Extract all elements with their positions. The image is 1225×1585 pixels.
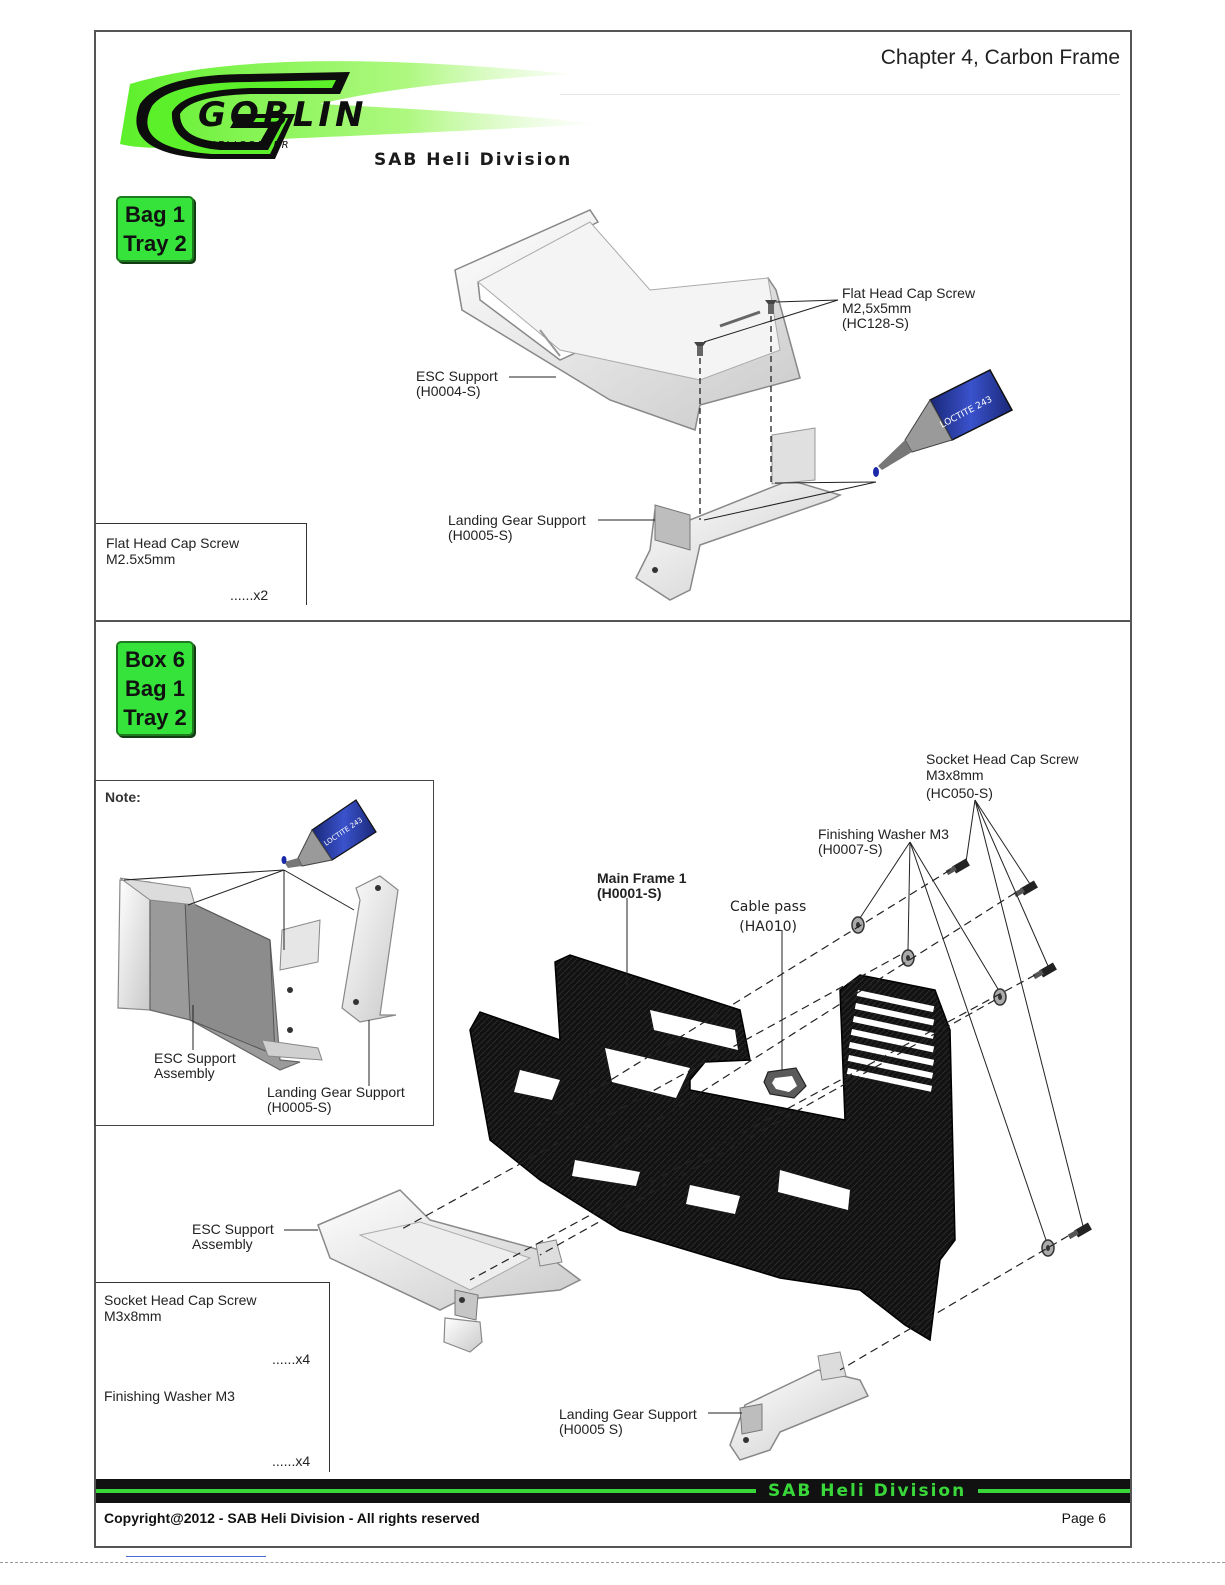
logo-subtext: HELICOPTER: [208, 140, 291, 151]
section-divider: [94, 620, 1132, 622]
label-code: (HC128-S): [842, 315, 909, 331]
part-name: Socket Head Cap Screw: [104, 1292, 257, 1308]
part-name: Finishing Washer M3: [104, 1388, 235, 1404]
label-line: ESC Support: [192, 1221, 274, 1237]
footer-stripe: [96, 1489, 1130, 1493]
badge-line: Tray 2: [123, 231, 187, 256]
note-box: Note:: [94, 780, 434, 1126]
label-line: ESC Support: [154, 1050, 236, 1066]
label-code: (H0004-S): [416, 383, 481, 399]
label-code: (H0005-S): [448, 527, 513, 543]
label-code: (H0005-S): [267, 1099, 332, 1115]
badge-line: Bag 1: [125, 676, 185, 701]
title-rule: [560, 94, 1120, 95]
part-size: M2.5x5mm: [106, 551, 176, 567]
label-name: Cable pass: [730, 899, 807, 915]
goblin-logo: GOBLIN HELICOPTER: [120, 61, 600, 159]
label-socket-screw: Socket Head Cap Screw M3x8mm (HC050-S): [926, 751, 1079, 801]
parts-box-section1: Flat Head Cap Screw M2.5x5mm ......x2: [96, 523, 307, 605]
bottom-rule: [126, 1556, 266, 1557]
section2-badge: Box 6 Bag 1 Tray 2: [116, 641, 194, 736]
copyright: Copyright@2012 - SAB Heli Division - All…: [104, 1510, 480, 1526]
label-line: Assembly: [154, 1065, 215, 1081]
part-name: Flat Head Cap Screw: [106, 535, 240, 551]
parts-box-section2: Socket Head Cap Screw M3x8mm ......x4 Fi…: [96, 1282, 330, 1472]
part-qty: ......x4: [272, 1453, 311, 1469]
section1-badge: Bag 1 Tray 2: [116, 196, 194, 262]
label-code: (H0007-S): [818, 841, 883, 857]
bottom-dotted-rule: [0, 1562, 1225, 1563]
part-qty: ......x2: [230, 587, 269, 603]
page-number: Page 6: [1061, 1510, 1106, 1526]
badge-line: Bag 1: [125, 202, 185, 227]
label-name: Landing Gear Support: [559, 1406, 697, 1422]
note-label-landing-gear: Landing Gear Support (H0005-S): [267, 1085, 405, 1115]
chapter-title: Chapter 4, Carbon Frame: [880, 46, 1120, 69]
label-line: Assembly: [192, 1236, 253, 1252]
label-name: Landing Gear Support: [448, 512, 586, 528]
label-name: Landing Gear Support: [267, 1084, 405, 1100]
label-name: Socket Head Cap Screw: [926, 751, 1079, 767]
part-size: M3x8mm: [104, 1308, 162, 1324]
note-title: Note:: [105, 789, 141, 805]
part-qty: ......x4: [272, 1351, 311, 1367]
label-esc-assembly: ESC Support Assembly: [192, 1222, 274, 1252]
footer-division: SAB Heli Division: [756, 1480, 979, 1502]
label-cable-pass: Cable pass (HA010): [730, 897, 806, 937]
label-code: (HC050-S): [926, 785, 993, 801]
label-name: ESC Support: [416, 368, 498, 384]
label-finishing-washer: Finishing Washer M3 (H0007-S): [818, 827, 949, 857]
logo-division-text: SAB Heli Division: [374, 150, 573, 170]
footer-band: SAB Heli Division: [96, 1479, 1130, 1503]
label-name: Flat Head Cap Screw: [842, 285, 976, 301]
label-size: M2,5x5mm: [842, 300, 912, 316]
badge-line: Box 6: [125, 647, 185, 672]
label-esc-support: ESC Support (H0004-S): [416, 369, 498, 399]
label-flat-head-screw: Flat Head Cap Screw M2,5x5mm (HC128-S): [842, 286, 975, 331]
badge-line: Tray 2: [123, 705, 187, 730]
label-main-frame: Main Frame 1 (H0001-S): [597, 871, 686, 901]
label-name: Main Frame 1: [597, 870, 687, 886]
label-size: M3x8mm: [926, 767, 984, 783]
label-name: Finishing Washer M3: [818, 826, 949, 842]
logo-wordmark: GOBLIN: [198, 95, 368, 135]
note-label-esc-assembly: ESC Support Assembly: [154, 1051, 236, 1081]
label-code: (HA010): [739, 919, 797, 935]
label-code: (H0005 S): [559, 1421, 623, 1437]
label-landing-gear-support-2: Landing Gear Support (H0005 S): [559, 1407, 697, 1437]
label-landing-gear-support: Landing Gear Support (H0005-S): [448, 513, 586, 543]
label-code: (H0001-S): [597, 885, 662, 901]
